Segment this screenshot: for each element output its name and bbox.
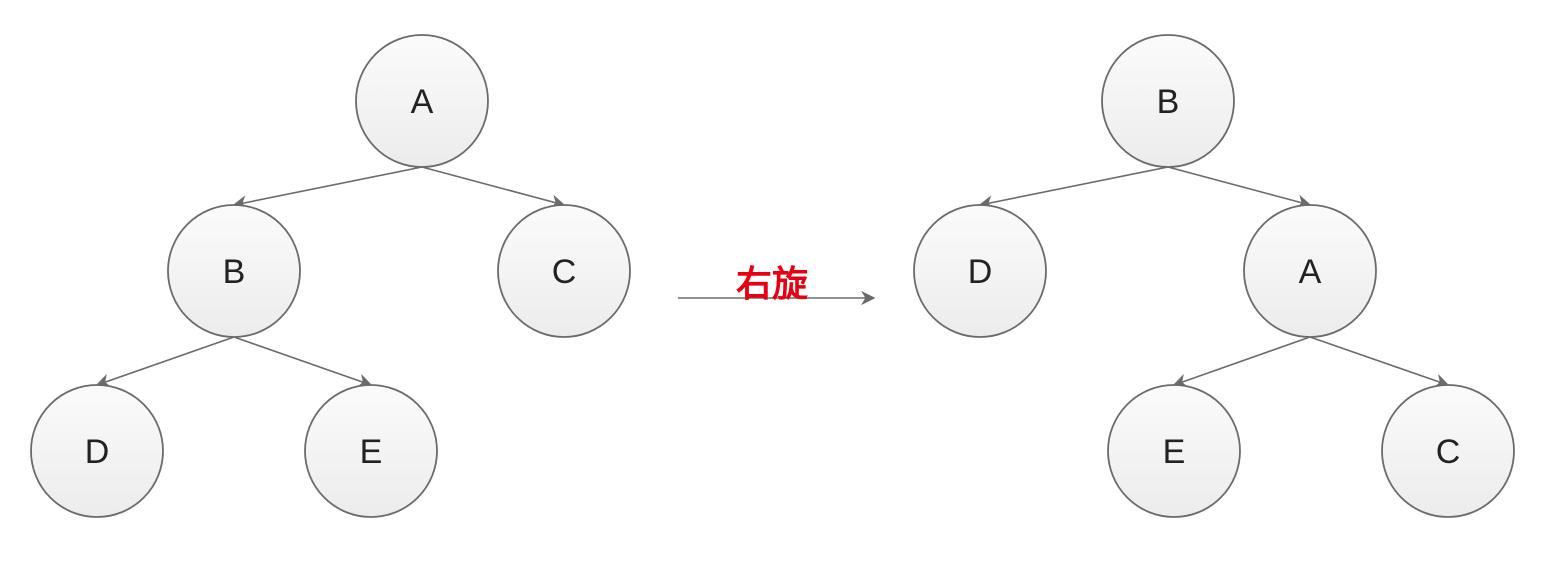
before-node-d: D bbox=[30, 384, 164, 518]
before-edge-b-e bbox=[233, 336, 373, 388]
before-node-a: A bbox=[355, 34, 489, 168]
node-circle bbox=[1243, 204, 1377, 338]
after-node-c: C bbox=[1381, 384, 1515, 518]
rotation-label: 右旋 bbox=[736, 264, 808, 305]
node-circle bbox=[355, 34, 489, 168]
node-label: A bbox=[411, 83, 434, 121]
node-circle bbox=[304, 384, 438, 518]
after-tree: B D A E C bbox=[913, 34, 1515, 518]
after-node-e: E bbox=[1107, 384, 1241, 518]
after-edge-b-d bbox=[978, 166, 1169, 210]
node-label: E bbox=[360, 433, 383, 471]
after-node-b: B bbox=[1101, 34, 1235, 168]
node-circle bbox=[1101, 34, 1235, 168]
after-edge-a-e bbox=[1172, 336, 1311, 388]
node-circle bbox=[913, 204, 1047, 338]
node-label: D bbox=[85, 433, 110, 471]
after-edge-a-c bbox=[1309, 336, 1450, 388]
before-edge-b-d bbox=[95, 336, 235, 388]
node-label: B bbox=[223, 253, 246, 291]
node-circle bbox=[30, 384, 164, 518]
node-label: D bbox=[968, 253, 993, 291]
before-node-e: E bbox=[304, 384, 438, 518]
rotation-operation: 右旋 bbox=[678, 264, 876, 306]
before-tree: A B C D E bbox=[30, 34, 631, 518]
node-label: C bbox=[552, 253, 577, 291]
node-label: E bbox=[1163, 433, 1186, 471]
node-circle bbox=[167, 204, 301, 338]
node-label: A bbox=[1299, 253, 1322, 291]
node-label: C bbox=[1436, 433, 1461, 471]
before-node-b: B bbox=[167, 204, 301, 338]
after-node-d: D bbox=[913, 204, 1047, 338]
after-edge-b-a bbox=[1167, 166, 1312, 209]
node-label: B bbox=[1157, 83, 1180, 121]
node-circle bbox=[1107, 384, 1241, 518]
before-edge-a-b bbox=[232, 166, 423, 210]
after-node-a: A bbox=[1243, 204, 1377, 338]
before-edge-a-c bbox=[421, 166, 566, 209]
node-circle bbox=[1381, 384, 1515, 518]
before-node-c: C bbox=[497, 204, 631, 338]
node-circle bbox=[497, 204, 631, 338]
